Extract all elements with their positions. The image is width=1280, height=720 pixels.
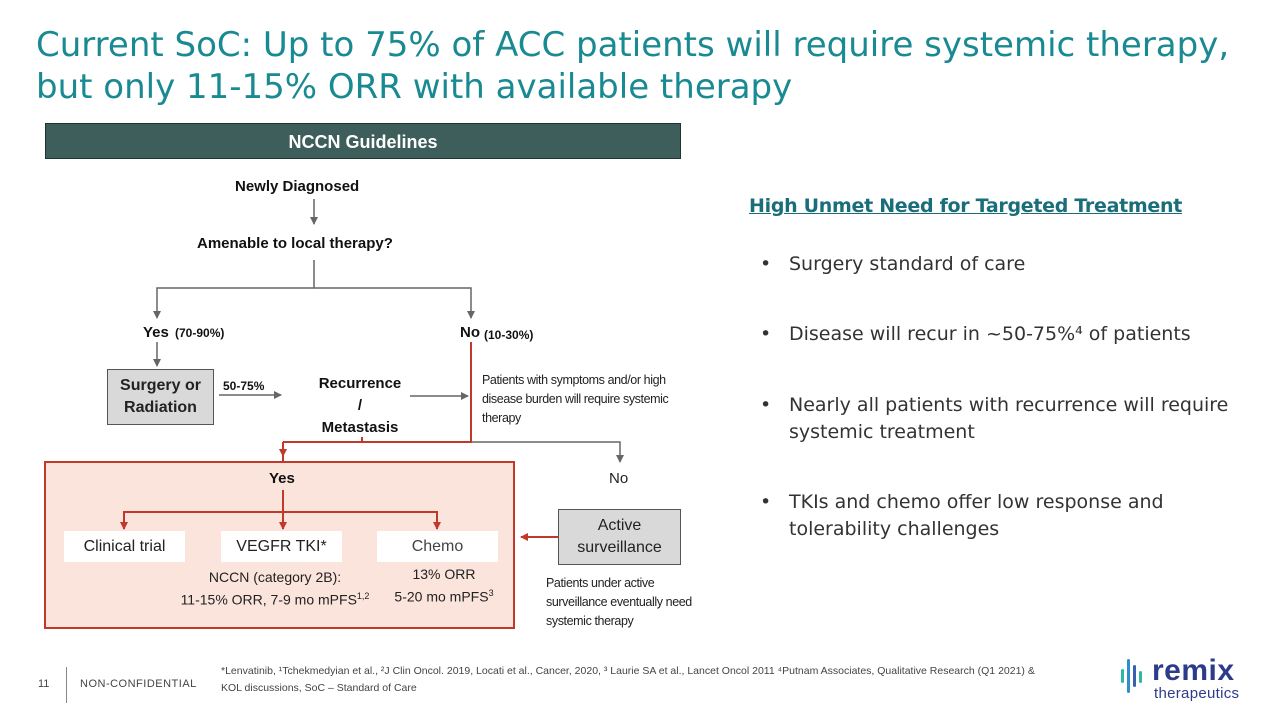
chemo-outcome-note: 13% ORR 5-20 mo mPFS3 xyxy=(384,565,504,607)
vegfr-note-line1: NCCN (category 2B): xyxy=(208,569,342,585)
recurrence-rate-label: 50-75% xyxy=(223,379,265,393)
vegfr-note-line2: 11-15% ORR, 7-9 mo mPFS1,2 xyxy=(180,591,370,608)
chemo-note-line1: 13% ORR xyxy=(412,566,476,582)
active-line: Active xyxy=(597,517,642,534)
amenable-question-label: Amenable to local therapy? xyxy=(197,235,393,252)
yes-systemic-label: Yes xyxy=(269,470,295,487)
remix-logo-icon xyxy=(1121,659,1142,693)
vegfr-note-sup: 1,2 xyxy=(356,591,370,601)
remix-logo-subtitle: therapeutics xyxy=(1154,685,1240,702)
page-number: 11 xyxy=(38,678,50,690)
remix-logo-name: remix xyxy=(1152,654,1235,687)
recurrence-metastasis-label: Recurrence / Metastasis xyxy=(306,373,414,439)
surveillance-line: surveillance xyxy=(577,539,662,556)
slide-title: Current SoC: Up to 75% of ACC patients w… xyxy=(36,25,1230,107)
vegfr-outcome-note: NCCN (category 2B): 11-15% ORR, 7-9 mo m… xyxy=(170,568,380,610)
yes-local-label: Yes xyxy=(143,324,169,341)
vegfr-tki-box: VEGFR TKI* xyxy=(221,531,342,562)
yes-local-percent: (70-90%) xyxy=(175,326,225,340)
unmet-need-heading: High Unmet Need for Targeted Treatment xyxy=(749,195,1182,217)
nccn-guidelines-banner: NCCN Guidelines xyxy=(45,123,681,159)
footnote: *Lenvatinib, ¹Tchekmedyian et al., ²J Cl… xyxy=(221,665,1035,694)
no-systemic-label: No xyxy=(609,470,629,487)
metastasis-line: Metastasis xyxy=(321,419,399,436)
radiation-line: Radiation xyxy=(124,399,197,416)
newly-diagnosed-label: Newly Diagnosed xyxy=(235,178,360,195)
active-surveillance-box: Active surveillance xyxy=(558,509,681,565)
no-local-percent: (10-30%) xyxy=(484,328,534,342)
chemo-box: Chemo xyxy=(377,531,498,562)
clinical-trial-box: Clinical trial xyxy=(64,531,185,562)
footer-divider xyxy=(66,667,67,703)
symptoms-note: Patients with symptoms and/or high disea… xyxy=(482,373,669,425)
slash-line: / xyxy=(357,397,363,414)
surveillance-note: Patients under active surveillance event… xyxy=(546,576,692,628)
no-local-label: No xyxy=(460,324,480,341)
surgery-radiation-box: Surgery or Radiation xyxy=(107,369,214,425)
chemo-note-line2: 5-20 mo mPFS3 xyxy=(394,588,494,605)
chemo-note-sup: 3 xyxy=(488,588,494,598)
recurrence-line: Recurrence xyxy=(318,375,402,392)
confidentiality-label: NON-CONFIDENTIAL xyxy=(80,678,197,690)
surgery-line: Surgery or xyxy=(120,377,201,394)
